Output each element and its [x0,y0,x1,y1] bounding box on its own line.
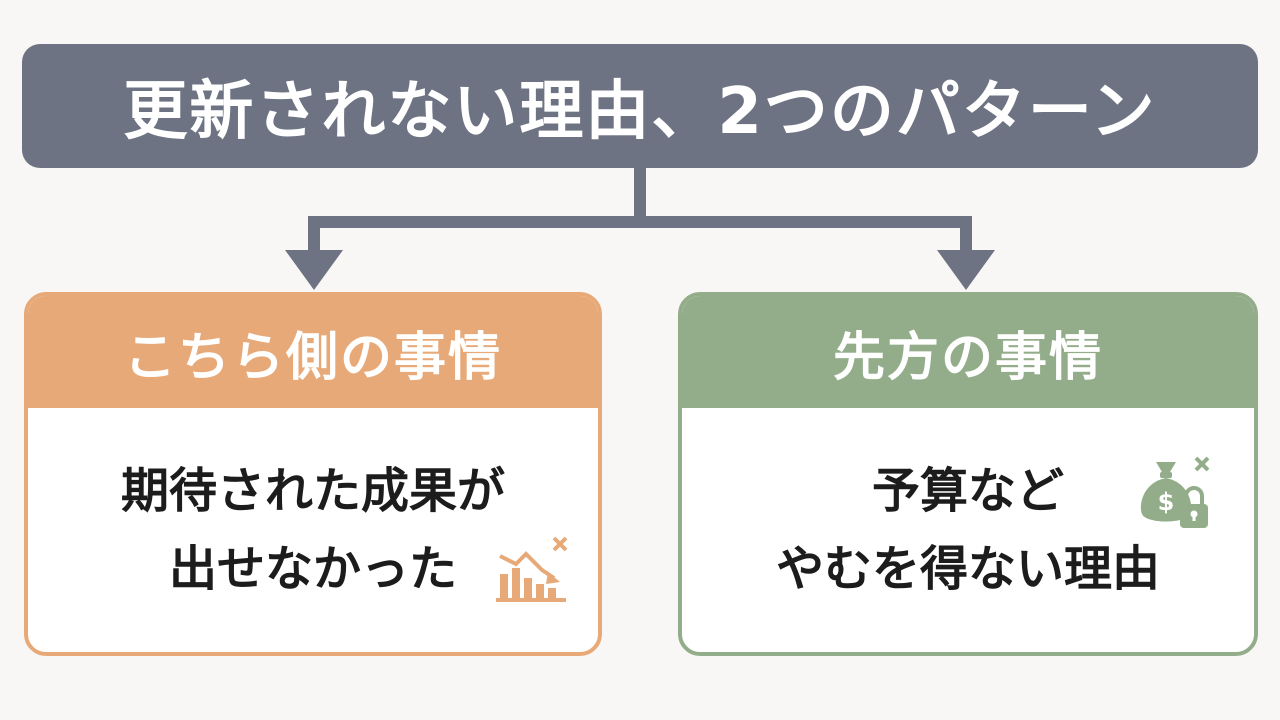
money-bag-lock-icon: $ [1140,456,1210,528]
arrowhead-right [937,250,995,290]
our-side-card: こちら側の事情 期待された成果が 出せなかった [24,292,602,656]
arrowhead-left [285,250,343,290]
our-side-reason-line-1: 期待された成果が [120,463,505,519]
declining-chart-icon [496,536,568,602]
client-side-card: 先方の事情 予算など やむを得ない理由 $ [678,292,1258,656]
svg-text:$: $ [1158,488,1175,516]
client-side-card-header: 先方の事情 [682,296,1254,408]
diagram-title: 更新されない理由、2つのパターン [22,44,1258,168]
client-side-reason-line-2: やむを得ない理由 [775,541,1160,597]
our-side-reason-line-2: 出せなかった [168,541,457,597]
client-side-card-body: 予算など やむを得ない理由 $ [682,408,1254,652]
client-side-reason-line-1: 予算など [871,463,1064,519]
our-side-card-body: 期待された成果が 出せなかった [28,408,598,652]
our-side-card-header: こちら側の事情 [28,296,598,408]
